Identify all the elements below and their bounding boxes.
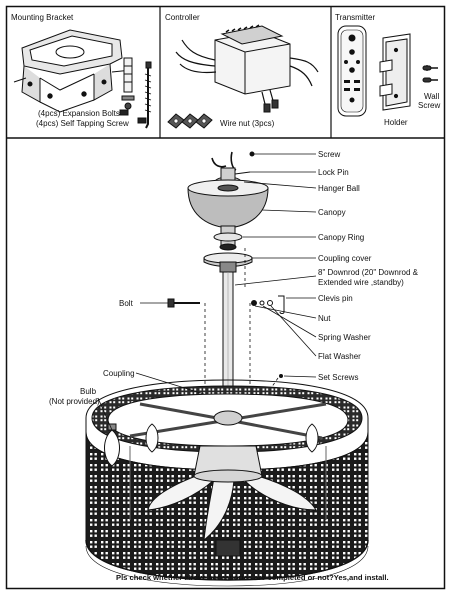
downrod-label-2: Extended wire ,standby) bbox=[318, 278, 404, 287]
spring-washer-label: Spring Washer bbox=[318, 333, 371, 342]
bulb-label-2: (Not provided) bbox=[49, 397, 100, 406]
nut-label: Nut bbox=[318, 314, 331, 323]
lock-pin-label: Lock Pin bbox=[318, 168, 349, 177]
light-icon bbox=[349, 49, 355, 55]
wire-nut-label: Wire nut (3pcs) bbox=[220, 119, 275, 128]
timer-icon bbox=[349, 97, 355, 103]
coupling-cover-label: Coupling cover bbox=[318, 254, 372, 263]
canopy-part bbox=[187, 167, 269, 273]
coupling-label: Coupling bbox=[103, 369, 135, 378]
mounting-bracket-title: Mounting Bracket bbox=[11, 13, 74, 22]
outer-border bbox=[5, 5, 446, 590]
wall-screw-label-2: Screw bbox=[418, 101, 441, 110]
screw-part bbox=[211, 151, 255, 171]
expansion-bolts-label: (4pcs) Expansion Bolts bbox=[38, 109, 120, 118]
remote-buttons bbox=[344, 34, 360, 103]
controller-drawing bbox=[167, 24, 319, 129]
transmitter-title: Transmitter bbox=[335, 13, 376, 22]
screw-label: Screw bbox=[318, 150, 341, 159]
bolt-hardware bbox=[167, 295, 285, 314]
downrod-part bbox=[222, 271, 234, 401]
leader-lines bbox=[97, 153, 317, 431]
bolt-label: Bolt bbox=[119, 299, 133, 308]
tapping-screw-label: (4pcs) Self Tapping Screw bbox=[36, 119, 129, 128]
motor-blades bbox=[147, 445, 317, 557]
set-screws-label: Set Screws bbox=[318, 373, 359, 382]
downrod-label-1: 8" Downrod (20" Downrod & bbox=[318, 268, 418, 277]
wall-screw-label-1: Wall bbox=[424, 92, 440, 101]
controller-title: Controller bbox=[165, 13, 200, 22]
cage-part bbox=[85, 379, 369, 587]
bulb-part bbox=[104, 423, 319, 467]
power-icon bbox=[348, 34, 356, 42]
canopy-ring-label: Canopy Ring bbox=[318, 233, 365, 242]
footer-note: Pls check whether above accessories are … bbox=[116, 573, 389, 582]
fan-icon bbox=[349, 67, 355, 73]
set-screw-part bbox=[279, 374, 283, 378]
canopy-label: Canopy bbox=[318, 208, 346, 217]
clevis-pin-label: Clevis pin bbox=[318, 294, 353, 303]
mounting-bracket-drawing bbox=[13, 29, 152, 129]
holder-label: Holder bbox=[384, 118, 408, 127]
holder-drawing bbox=[379, 33, 438, 111]
flat-washer-label: Flat Washer bbox=[318, 352, 361, 361]
bulb-label-1: Bulb bbox=[80, 387, 97, 396]
hanger-ball-label: Hanger Ball bbox=[318, 184, 360, 193]
